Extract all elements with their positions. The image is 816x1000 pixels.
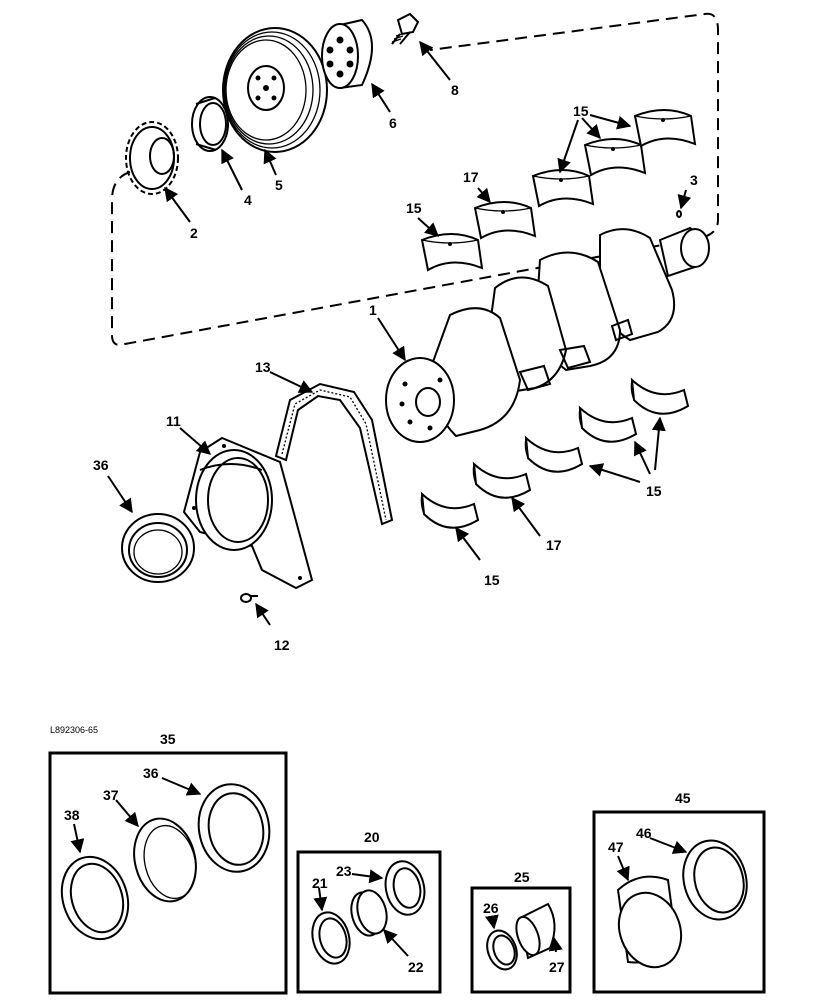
pulley-bolt	[391, 12, 420, 45]
kit-35-part-37: 37	[103, 787, 119, 803]
callout-11: 11	[166, 413, 181, 429]
callout-15-bottom: 15	[484, 572, 500, 588]
kit-45-part-46: 46	[636, 825, 652, 841]
callout-3: 3	[690, 172, 698, 188]
kit-35-label: 35	[160, 731, 176, 747]
kit-25-part-27: 27	[549, 959, 565, 975]
callout-15-left: 15	[406, 200, 422, 216]
callout-15-top: 15	[573, 103, 589, 119]
assembly-dashed-outline	[111, 12, 719, 346]
kit-25-part-26: 26	[483, 900, 499, 916]
callout-17-bottom: 17	[546, 537, 562, 553]
figure-code: L892306-65	[50, 725, 98, 735]
rear-gasket	[274, 382, 394, 526]
lower-bearing-shells	[420, 377, 690, 529]
callout-13: 13	[255, 359, 271, 375]
callout-17-top: 17	[463, 169, 479, 185]
rear-crankshaft-seal	[121, 513, 195, 583]
kit-20-part-23: 23	[336, 863, 352, 879]
callout-12: 12	[274, 637, 290, 653]
leader-lines	[107, 40, 692, 626]
rear-seal-housing	[182, 436, 314, 590]
damper-hub	[321, 18, 373, 90]
kit-35-box	[48, 751, 288, 995]
kit-20-box	[296, 850, 442, 994]
callout-1: 1	[369, 302, 377, 318]
kit-35-part-38: 38	[64, 807, 80, 823]
kit-25-box	[470, 886, 572, 994]
kit-45-part-47: 47	[608, 839, 624, 855]
crankshaft	[385, 226, 710, 443]
seal-ring	[191, 96, 229, 152]
kit-20-label: 20	[364, 829, 380, 845]
callout-6: 6	[389, 115, 397, 131]
callout-36: 36	[93, 457, 109, 473]
callout-15-right: 15	[646, 483, 662, 499]
kit-20-part-22: 22	[408, 959, 424, 975]
kit-20-part-21: 21	[312, 875, 328, 891]
crankshaft-pulley	[222, 27, 328, 153]
callout-5: 5	[275, 177, 283, 193]
kit-45-box	[592, 810, 766, 994]
callout-8: 8	[451, 82, 459, 98]
housing-screw	[240, 593, 258, 603]
kit-45-label: 45	[675, 790, 691, 806]
kit-35-part-36: 36	[143, 765, 159, 781]
upper-bearing-shells	[420, 109, 697, 272]
kit-25-label: 25	[514, 869, 530, 885]
dowel-pin	[676, 210, 682, 218]
callout-4: 4	[244, 192, 252, 208]
callout-2: 2	[190, 225, 198, 241]
timing-gear	[125, 121, 179, 195]
